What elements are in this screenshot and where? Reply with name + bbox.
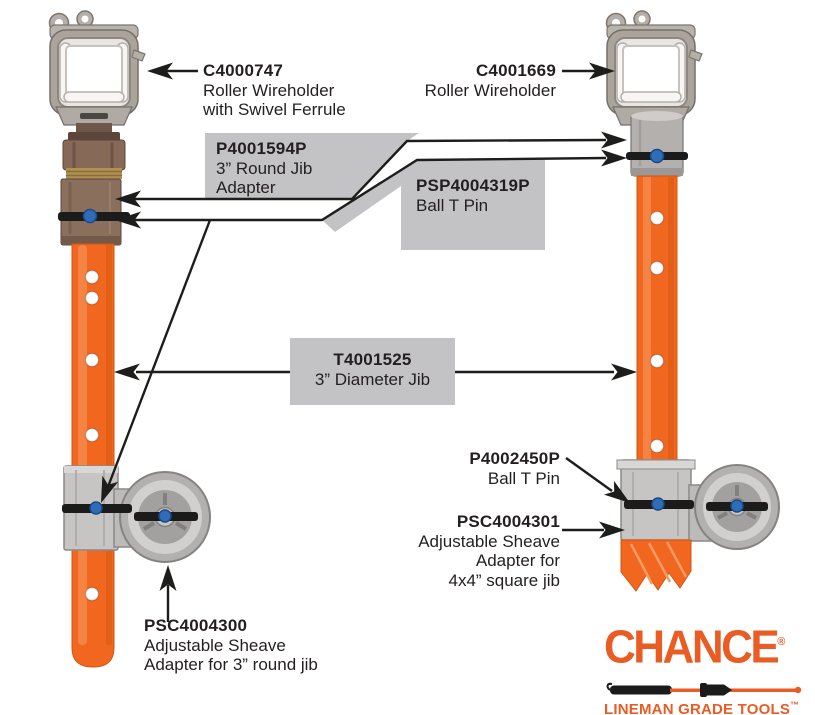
roller-wireholder-left [48,10,146,126]
desc-line: Adapter [216,178,276,197]
desc-line: Adapter for 3” round jib [144,655,318,674]
line-round-jib-adapter [122,138,607,201]
part-number: P4002450P [469,449,560,468]
callout-c4001669: C4001669 Roller Wireholder [356,61,556,100]
callout-psc4004301: PSC4004301 Adjustable Sheave Adapter for… [370,512,560,590]
sheave-adapter-round [62,465,211,563]
roller-wireholder-right [605,10,703,126]
ball-t-pin-right-top [626,148,688,164]
ribbon-ball-t-pin [322,159,545,250]
desc-line: Adjustable Sheave [418,531,560,551]
part-number: PSC4004300 [144,616,248,635]
callout-t4001525: T4001525 3” Diameter Jib [290,350,455,389]
desc-line: with Swivel Ferrule [203,100,346,119]
hotstick-tip [794,686,802,694]
brand-name: CHANCE [604,621,780,674]
callout-psp4004319p: PSP4004319P Ball T Pin [416,176,546,215]
callout-c4000747: C4000747 Roller Wireholder with Swivel F… [203,61,393,120]
sheave-spokes-right [717,485,757,520]
part-number: PSP4004319P [416,176,530,195]
right-assembly [605,10,780,592]
hotstick-shaft [670,688,796,692]
desc-line: Adjustable Sheave [144,635,286,655]
callout-p4002450p: P4002450P Ball T Pin [400,449,560,488]
desc-line: Adapter for [475,551,560,570]
part-number: C4000747 [203,61,284,80]
hotstick-hook [606,682,613,691]
jib-adapter-right [630,111,684,177]
registered-mark: ® [777,636,786,648]
desc-line: 4x4” square jib [448,570,560,590]
hotstick-tool-grip [700,683,707,697]
sheave-spokes-left [142,493,188,531]
round-jib-pole [71,243,115,668]
trademark-mark: ™ [790,700,800,710]
jib-holes-right [649,210,665,454]
jib-pole-right [636,175,678,467]
tagline-row: LINEMAN GRADE TOOLS™ [604,700,806,715]
line-p4002450p [565,457,613,492]
hotstick-handle [610,685,672,695]
callout-p4001594p: P4001594P 3” Round Jib Adapter [216,139,386,198]
swivel-ferrule [62,123,126,179]
arrowhead [611,363,637,381]
box-diameter-jib [290,338,455,405]
part-number: PSC4004301 [456,512,560,531]
jib-holes-left [84,269,100,602]
sheave-adapter-square [616,459,780,550]
callout-psc4004300: PSC4004300 Adjustable Sheave Adapter for… [144,616,384,675]
desc-line: Ball T Pin [487,468,560,488]
brand-tagline: LINEMAN GRADE TOOLS [604,701,791,715]
chance-logo: CHANCE® LINEMAN GRADE TOOLS™ [604,622,806,715]
line-ball-t-pin-branch [104,219,212,493]
desc-line: Ball T Pin [416,195,489,215]
desc-line: 3” Round Jib [216,158,313,178]
desc-line: Roller Wireholder [203,80,335,100]
hotstick-graphic [606,682,802,697]
callout-ribbons [205,133,545,405]
brand-row: CHANCE® [604,622,806,679]
part-number: T4001525 [333,350,412,369]
line-ball-t-pin-top [122,156,607,222]
square-jib-stub [620,539,692,592]
part-number: P4001594P [216,139,307,158]
hotstick-tool [704,684,732,696]
desc-line: Roller Wireholder [424,80,556,100]
leader-lines [104,69,614,622]
ball-t-pin-left [58,208,130,224]
desc-line: 3” Diameter Jib [314,369,431,389]
ribbon-round-jib-adapter [205,133,419,199]
left-assembly [48,10,211,668]
part-number: C4001669 [475,61,556,80]
